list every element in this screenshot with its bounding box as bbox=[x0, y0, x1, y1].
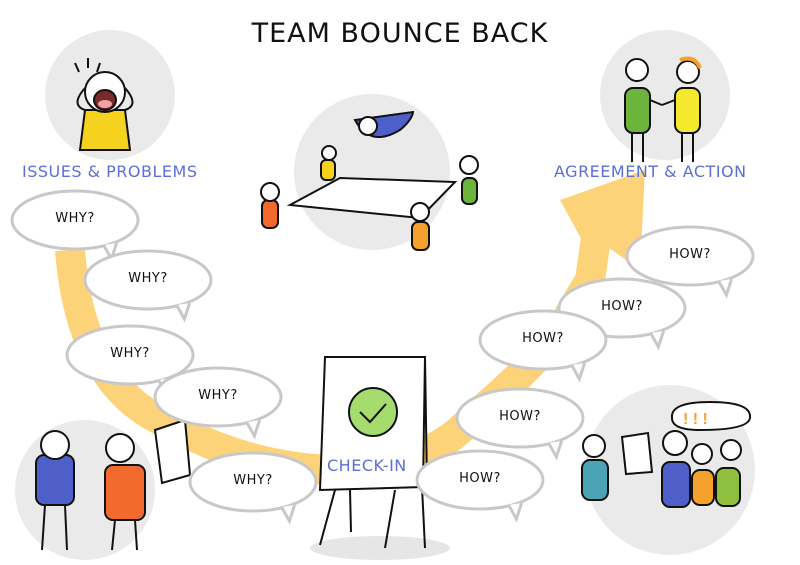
blanket-toss-icon bbox=[260, 110, 479, 251]
handshake-icon bbox=[624, 56, 702, 162]
how-text: HOW? bbox=[499, 409, 541, 424]
presentation-team-icon: ! ! ! bbox=[581, 400, 752, 508]
screaming-person-icon bbox=[74, 58, 134, 151]
how-text: HOW? bbox=[459, 471, 501, 486]
how-text: HOW? bbox=[522, 331, 564, 346]
why-text: WHY? bbox=[55, 211, 95, 226]
how-bubble: HOW? bbox=[478, 309, 608, 383]
how-bubble: HOW? bbox=[625, 225, 755, 299]
why-bubble: WHY? bbox=[10, 189, 140, 263]
why-text: WHY? bbox=[198, 388, 238, 403]
check-in-label: CHECK-IN bbox=[327, 456, 407, 475]
agreement-circle bbox=[600, 30, 730, 160]
why-bubble: WHY? bbox=[83, 249, 213, 323]
why-text: WHY? bbox=[128, 271, 168, 286]
how-bubble: HOW? bbox=[455, 387, 585, 461]
agreement-action-label: AGREEMENT & ACTION bbox=[554, 162, 747, 181]
arguing-people-icon bbox=[35, 418, 192, 551]
arrow-head-icon bbox=[560, 170, 645, 270]
how-bubble: HOW? bbox=[415, 449, 545, 523]
why-bubble: WHY? bbox=[153, 366, 283, 440]
why-bubble: WHY? bbox=[65, 324, 195, 398]
why-text: WHY? bbox=[233, 473, 273, 488]
why-bubble: WHY? bbox=[188, 451, 318, 525]
svg-text:! ! !: ! ! ! bbox=[683, 411, 708, 428]
how-text: HOW? bbox=[601, 299, 643, 314]
flip-chart-icon bbox=[318, 356, 428, 549]
page-title: TEAM BOUNCE BACK bbox=[251, 18, 549, 49]
why-text: WHY? bbox=[110, 346, 150, 361]
how-text: HOW? bbox=[669, 247, 711, 262]
issues-problems-label: ISSUES & PROBLEMS bbox=[22, 162, 198, 181]
